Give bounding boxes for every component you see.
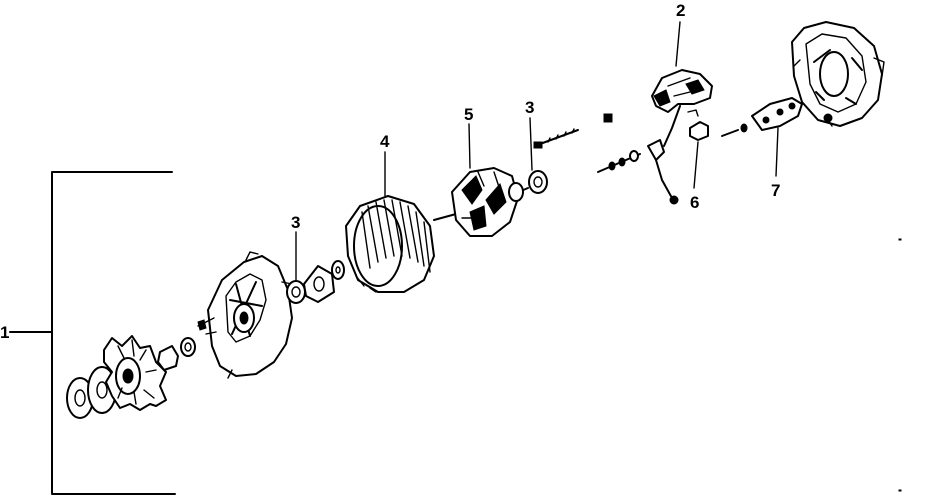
callout-5: 5 [464,105,473,124]
through-bolt [533,128,579,149]
stator [345,195,435,293]
rectifier-diode-plate [751,97,803,131]
regulator-brush-holder [647,69,713,205]
callout-4: 4 [380,132,390,151]
callout-6: 6 [690,193,699,212]
assembly-bracket [9,171,176,495]
rear-housing [791,21,885,127]
small-screw [603,113,613,123]
callout-3-drive-end: 3 [291,213,300,232]
spacer-collar [157,337,196,371]
washer [331,260,345,280]
brush [687,109,709,141]
rotor [433,167,529,237]
drive-end-frame [197,251,293,379]
pulley [66,366,117,419]
callout-3-slip-ring-end: 3 [525,98,534,117]
callout-1: 1 [0,323,9,342]
callout-7: 7 [771,181,780,200]
leader-lines [295,21,779,281]
rectifier-screw [721,123,748,137]
rear-bearing [528,170,548,194]
callout-2: 2 [676,1,685,20]
stray-marks [898,238,902,492]
cooling-fan [103,335,167,411]
terminal-bolt [597,150,641,173]
bearing-retainer-plate [303,265,335,303]
front-bearing [286,280,306,304]
